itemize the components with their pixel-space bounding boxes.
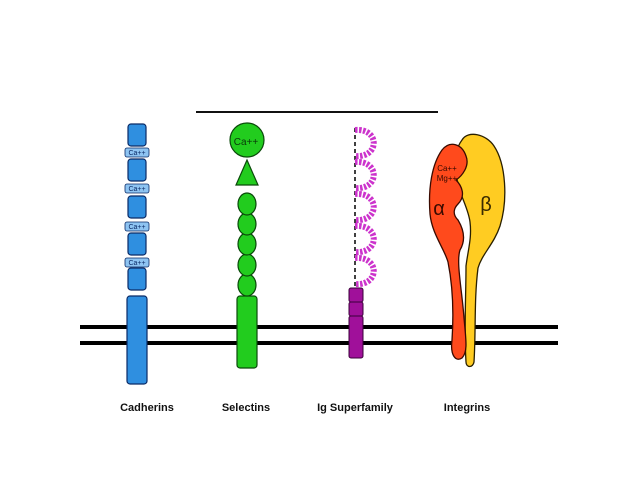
selectins-label: Selectins [221,402,271,414]
ig-stem-segment [348,301,364,317]
selectin-domain [237,273,257,297]
selectin-molecule: Ca++ [229,122,265,369]
integrin-ca-label: Ca++ [437,164,457,173]
ig-domain-loop [354,158,377,192]
cadherin-ca-box [124,257,150,268]
ig-domain-loop [354,222,377,256]
selectin-domain [237,212,257,236]
selectin-lectin-domain [229,122,265,158]
ig-stem-segment [348,287,364,303]
integrin-alpha-subunit [428,143,468,360]
cadherin-ca-box [124,147,150,158]
cadherin-transmembrane-domain [126,295,148,385]
ig-domain-loop [354,126,377,160]
integrin-beta-label: β [480,194,492,216]
integrin-beta-subunit [455,133,506,368]
ig-superfamily-label: Ig Superfamily [317,402,393,414]
selectin-egf-triangle [235,158,259,186]
cadherins-label: Cadherins [120,402,174,414]
cadherin-domain [127,158,147,182]
ig-superfamily-molecule [348,126,377,359]
cadherin-ca-label: Ca++ [128,186,145,193]
cadherin-ca-box [124,183,150,194]
integrins-label: Integrins [443,402,491,414]
cadherin-ca-label: Ca++ [128,260,145,267]
selectin-domain [237,192,257,216]
selectin-domain [237,232,257,256]
selectin-domain [237,253,257,277]
ig-transmembrane-domain [348,315,364,359]
integrin-molecule: Ca++ Mg++ α β [428,133,506,368]
cadherin-domain [127,195,147,219]
integrin-mg-label: Mg++ [437,174,458,183]
ig-domain-loop [354,254,377,288]
cadherin-molecule: Ca++ Ca++ Ca++ Ca++ [124,123,150,385]
selectin-ca-label: Ca++ [234,137,259,148]
cadherin-ca-label: Ca++ [128,224,145,231]
cadherin-domain [127,267,147,291]
selectin-transmembrane-domain [236,295,258,369]
cadherin-domain [127,123,147,147]
integrin-alpha-label: α [433,198,445,220]
cadherin-domain [127,232,147,256]
cadherin-ca-label: Ca++ [128,150,145,157]
cadherin-ca-box [124,221,150,232]
ig-domain-loop [354,190,377,224]
